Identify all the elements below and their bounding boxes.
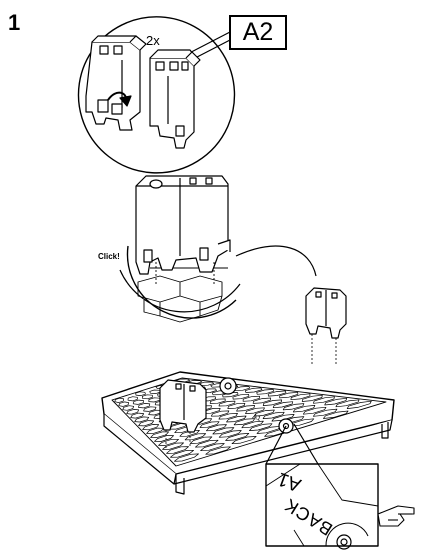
clip-part-icon <box>149 49 201 149</box>
honeycomb-cell <box>195 439 219 448</box>
honeycomb-cell <box>292 405 316 413</box>
zoom-box <box>265 423 379 550</box>
honeycomb-cell <box>141 394 153 400</box>
honeycomb-cell <box>256 425 282 434</box>
honeycomb-cell <box>249 423 273 431</box>
honeycomb-cell <box>209 398 226 404</box>
rotate-arrow-icon <box>107 91 132 107</box>
honeycomb-cell <box>218 400 236 407</box>
honeycomb-cell <box>225 433 250 441</box>
honeycomb-cell <box>142 424 160 431</box>
insert-guides <box>155 262 215 286</box>
quantity-label: 2x <box>146 33 160 48</box>
honeycomb-cell <box>282 403 305 411</box>
honeycomb-cell <box>210 410 230 417</box>
honeycomb-cell <box>244 387 263 393</box>
honeycomb-cell <box>301 394 323 402</box>
honeycomb-cell <box>252 397 272 404</box>
honeycomb-cell <box>162 442 184 450</box>
honeycomb-cell <box>290 393 311 401</box>
honeycomb-cell <box>184 433 207 441</box>
honeycomb-cell <box>146 427 164 435</box>
svg-text:A1: A1 <box>251 413 262 423</box>
honeycomb-cell <box>313 396 335 404</box>
honeycomb-cell <box>205 446 231 455</box>
step-number: 1 <box>8 10 21 35</box>
honeycomb-cell <box>324 397 348 406</box>
honeycomb-cell <box>199 421 220 428</box>
honeycomb-cell <box>200 443 225 452</box>
honeycomb-cell <box>236 405 256 412</box>
honeycomb-cell <box>323 410 349 419</box>
clip-part-icon <box>85 35 147 131</box>
honeycomb-cell <box>218 430 242 438</box>
honeycomb-cell <box>226 415 247 423</box>
honeycomb-cell <box>212 427 235 435</box>
honeycomb-cell <box>132 399 144 405</box>
honeycomb-cell <box>206 424 227 432</box>
clip-part-icon <box>305 287 347 339</box>
honeycomb-cell <box>233 418 256 426</box>
part-code-box: A2 <box>229 15 287 50</box>
honeycomb-cell <box>170 449 194 458</box>
detail-circle-middle <box>119 245 317 323</box>
honeycomb-cell <box>231 436 257 445</box>
insert-guides <box>165 430 191 450</box>
honeycomb-cell <box>302 406 327 415</box>
honeycomb-cell <box>127 396 138 402</box>
clip-part-icon <box>159 379 207 433</box>
pointing-hand-icon <box>377 505 415 527</box>
honeycomb-cell <box>227 402 246 409</box>
honeycomb-cell <box>135 391 146 396</box>
honeycomb-cell <box>138 403 151 409</box>
insert-guides <box>311 334 337 366</box>
honeycomb-cell <box>245 407 265 414</box>
honeycomb-cell <box>130 412 145 419</box>
honeycomb-cell <box>253 409 275 417</box>
honeycomb-cell <box>166 446 189 454</box>
honeycomb-cell <box>271 414 295 422</box>
honeycomb-cell <box>143 406 157 412</box>
honeycomb-cell <box>267 390 287 397</box>
honeycomb-cell <box>122 405 135 411</box>
honeycomb-cell <box>158 438 179 446</box>
honeycomb-cell <box>126 409 140 415</box>
honeycomb-cell <box>242 395 261 402</box>
honeycomb-cell <box>279 391 299 399</box>
honeycomb-cell <box>138 420 155 427</box>
honeycomb-cell <box>272 401 294 409</box>
honeycomb-cell <box>189 436 213 444</box>
honeycomb-cell <box>262 411 285 419</box>
honeycomb-cell <box>312 408 338 417</box>
honeycomb-cell <box>262 399 283 406</box>
honeycomb-cell <box>218 413 238 420</box>
honeycomb-cell <box>134 416 150 423</box>
clip-part-icon <box>135 175 231 275</box>
honeycomb-cell <box>241 420 264 429</box>
honeycomb-cell <box>346 400 372 409</box>
honeycomb-cell <box>118 401 130 407</box>
honeycomb-cell <box>256 389 275 395</box>
honeycomb-cell <box>174 453 199 462</box>
honeycomb-cell <box>114 397 125 403</box>
honeycomb-cell <box>335 399 360 408</box>
honeycomb-cell <box>154 435 174 442</box>
click-label: Click! <box>98 252 120 261</box>
honeycomb-cell <box>232 393 250 400</box>
